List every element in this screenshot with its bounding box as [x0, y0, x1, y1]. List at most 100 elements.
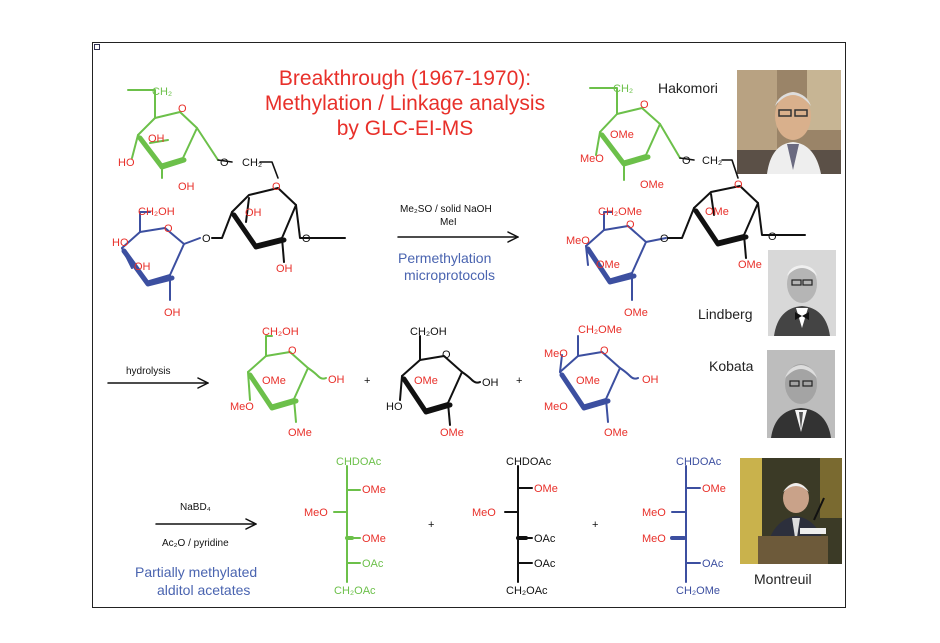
- hakomori-photo: [737, 70, 841, 174]
- label-oh-4: OH: [276, 263, 293, 275]
- label-ch2oac-2: CH₂OAc: [506, 585, 548, 597]
- label-meo-1: MeO: [580, 153, 604, 165]
- label-o-15: O: [600, 345, 609, 357]
- label-ch2oac-1: CH₂OAc: [334, 585, 376, 597]
- label-meo-4: MeO: [544, 348, 568, 360]
- person-name-kobata: Kobata: [709, 358, 754, 374]
- label-ome-7: OMe: [262, 375, 286, 387]
- green-alditol: [333, 465, 361, 583]
- green-monosaccharide: [247, 335, 327, 423]
- reaction1-reagent-1: Me₂SO / solid NaOH: [400, 204, 492, 215]
- label-ch2ome-2: CH₂OMe: [578, 324, 622, 336]
- reaction2-reagent: hydrolysis: [126, 366, 170, 377]
- label-oh-3: OH: [245, 207, 262, 219]
- label-o-8: O: [682, 155, 691, 167]
- label-oh-6: OH: [164, 307, 181, 319]
- label-ch2-3: CH₂: [613, 83, 633, 95]
- lindberg-photo: [768, 250, 836, 336]
- permethylation-label: Permethylation: [398, 250, 492, 266]
- label-ome-12: OMe: [604, 427, 628, 439]
- reaction3-reagent-2: Ac₂O / pyridine: [162, 538, 229, 549]
- blue-ring-right: [585, 211, 667, 301]
- label-meo-9: MeO: [642, 533, 666, 545]
- person-name-montreuil: Montreuil: [754, 571, 812, 587]
- label-oh-5: OH: [134, 261, 151, 273]
- label-o-7: O: [640, 99, 649, 111]
- label-ome-6: OMe: [624, 307, 648, 319]
- plus-2: +: [516, 375, 522, 387]
- blue-ring-left: [121, 211, 201, 301]
- label-ch2ome-1: CH₂OMe: [598, 206, 642, 218]
- microprotocols-label: microprotocols: [404, 267, 496, 283]
- label-chdoac-1: CHDOAc: [336, 456, 382, 468]
- corner-marker: [94, 44, 100, 50]
- label-meo-3: MeO: [230, 401, 254, 413]
- label-ome-8: OMe: [288, 427, 312, 439]
- alditol-acetates-label: alditol acetates: [157, 582, 251, 598]
- plus-3: +: [428, 519, 434, 531]
- montreuil-photo: [740, 458, 842, 564]
- label-meo-7: MeO: [472, 507, 496, 519]
- label-ome-15: OMe: [534, 483, 558, 495]
- label-oac-3: OAc: [534, 558, 556, 570]
- label-oh-1: OH: [148, 133, 165, 145]
- slide-title-line-3: by GLC-EI-MS: [336, 117, 474, 140]
- blue-monosaccharide: [559, 335, 639, 423]
- label-ho-2: HO: [112, 237, 129, 249]
- reaction1-reagent-2: MeI: [440, 217, 457, 228]
- label-o-2: O: [220, 157, 229, 169]
- label-meo-8: MeO: [642, 507, 666, 519]
- label-oac-1: OAc: [362, 558, 384, 570]
- label-ch2oh-1: CH₂OH: [138, 206, 175, 218]
- label-ome-10: OMe: [440, 427, 464, 439]
- label-ome-2: OMe: [640, 179, 664, 191]
- label-ome-4: OMe: [738, 259, 762, 271]
- black-monosaccharide: [399, 335, 481, 426]
- label-ome-9: OMe: [414, 375, 438, 387]
- person-name-lindberg: Lindberg: [698, 306, 753, 322]
- label-meo-5: MeO: [544, 401, 568, 413]
- green-ring-right: [589, 87, 681, 181]
- label-ome-13: OMe: [362, 484, 386, 496]
- label-o-14: O: [442, 349, 451, 361]
- label-chdoac-3: CHDOAc: [676, 456, 722, 468]
- label-oh-8: OH: [482, 377, 499, 389]
- label-ch2ome-3: CH₂OMe: [676, 585, 720, 597]
- label-o-6: O: [164, 223, 173, 235]
- black-alditol: [504, 465, 533, 583]
- label-ch2-1: CH₂: [152, 86, 172, 98]
- label-ch2oh-3: CH₂OH: [410, 326, 447, 338]
- label-o-11: O: [660, 233, 669, 245]
- label-ch2-2: CH₂: [242, 157, 262, 169]
- kobata-photo: [767, 350, 835, 438]
- label-o-3: O: [272, 181, 281, 193]
- slide-frame: [92, 42, 846, 608]
- label-oh-7: OH: [328, 374, 345, 386]
- label-chdoac-2: CHDOAc: [506, 456, 552, 468]
- label-o-13: O: [288, 345, 297, 357]
- plus-4: +: [592, 519, 598, 531]
- label-oh-9: OH: [642, 374, 659, 386]
- label-o-1: O: [178, 103, 187, 115]
- person-name-hakomori: Hakomori: [658, 80, 718, 96]
- label-ch2-4: CH₂: [702, 155, 722, 167]
- label-oh-2: OH: [178, 181, 195, 193]
- label-ho-3: HO: [386, 401, 403, 413]
- label-o-10: O: [768, 231, 777, 243]
- slide-title-line-2: Methylation / Linkage analysis: [264, 92, 546, 115]
- label-ome-5: OMe: [596, 259, 620, 271]
- black-ring-left: [211, 187, 346, 263]
- partially-methylated-label: Partially methylated: [135, 564, 258, 580]
- label-meo-6: MeO: [304, 507, 328, 519]
- label-ome-14: OMe: [362, 533, 386, 545]
- blue-alditol: [670, 465, 701, 583]
- label-ho-1: HO: [118, 157, 135, 169]
- label-ome-11: OMe: [576, 375, 600, 387]
- label-o-12: O: [626, 219, 635, 231]
- slide-title-line-1: Breakthrough (1967-1970):: [278, 67, 532, 90]
- green-ring-left: [127, 89, 219, 179]
- plus-1: +: [364, 375, 370, 387]
- label-ome-16: OMe: [702, 483, 726, 495]
- label-o-9: O: [734, 179, 743, 191]
